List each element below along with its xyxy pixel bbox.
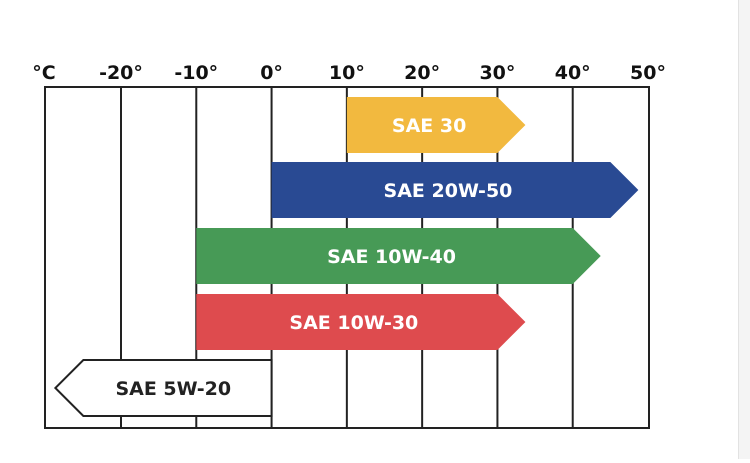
tick-labels: -20° -10° 0° 10° 20° 30° 40° 50° xyxy=(99,62,666,84)
tick-label: -10° xyxy=(174,62,218,84)
page-edge xyxy=(738,0,750,459)
range-arrow xyxy=(196,228,601,284)
range-arrow xyxy=(196,294,526,350)
range-arrow xyxy=(346,97,526,153)
range-label: SAE 20W-50 xyxy=(384,180,513,202)
tick-label: 0° xyxy=(260,62,283,84)
tick-label: 20° xyxy=(404,62,440,84)
tick-label: 50° xyxy=(630,62,666,84)
tick-label: 10° xyxy=(329,62,365,84)
tick-label: -20° xyxy=(99,62,143,84)
range-arrow xyxy=(53,359,273,417)
range-label: SAE 10W-30 xyxy=(289,312,418,334)
unit-label: °C xyxy=(32,62,55,84)
range-label: SAE 10W-40 xyxy=(327,246,456,268)
chart-svg: °C -20° -10° 0° 10° 20° 30° 40° 50° SAE 30 SAE 2… xyxy=(32,62,666,429)
tick-label: 40° xyxy=(555,62,591,84)
oil-viscosity-chart: °C -20° -10° 0° 10° 20° 30° 40° 50° SAE 30 SAE 2… xyxy=(32,62,666,429)
range-label: SAE 5W-20 xyxy=(115,378,231,400)
tick-label: 30° xyxy=(479,62,515,84)
range-label: SAE 30 xyxy=(392,115,466,137)
range-arrow xyxy=(271,162,639,218)
